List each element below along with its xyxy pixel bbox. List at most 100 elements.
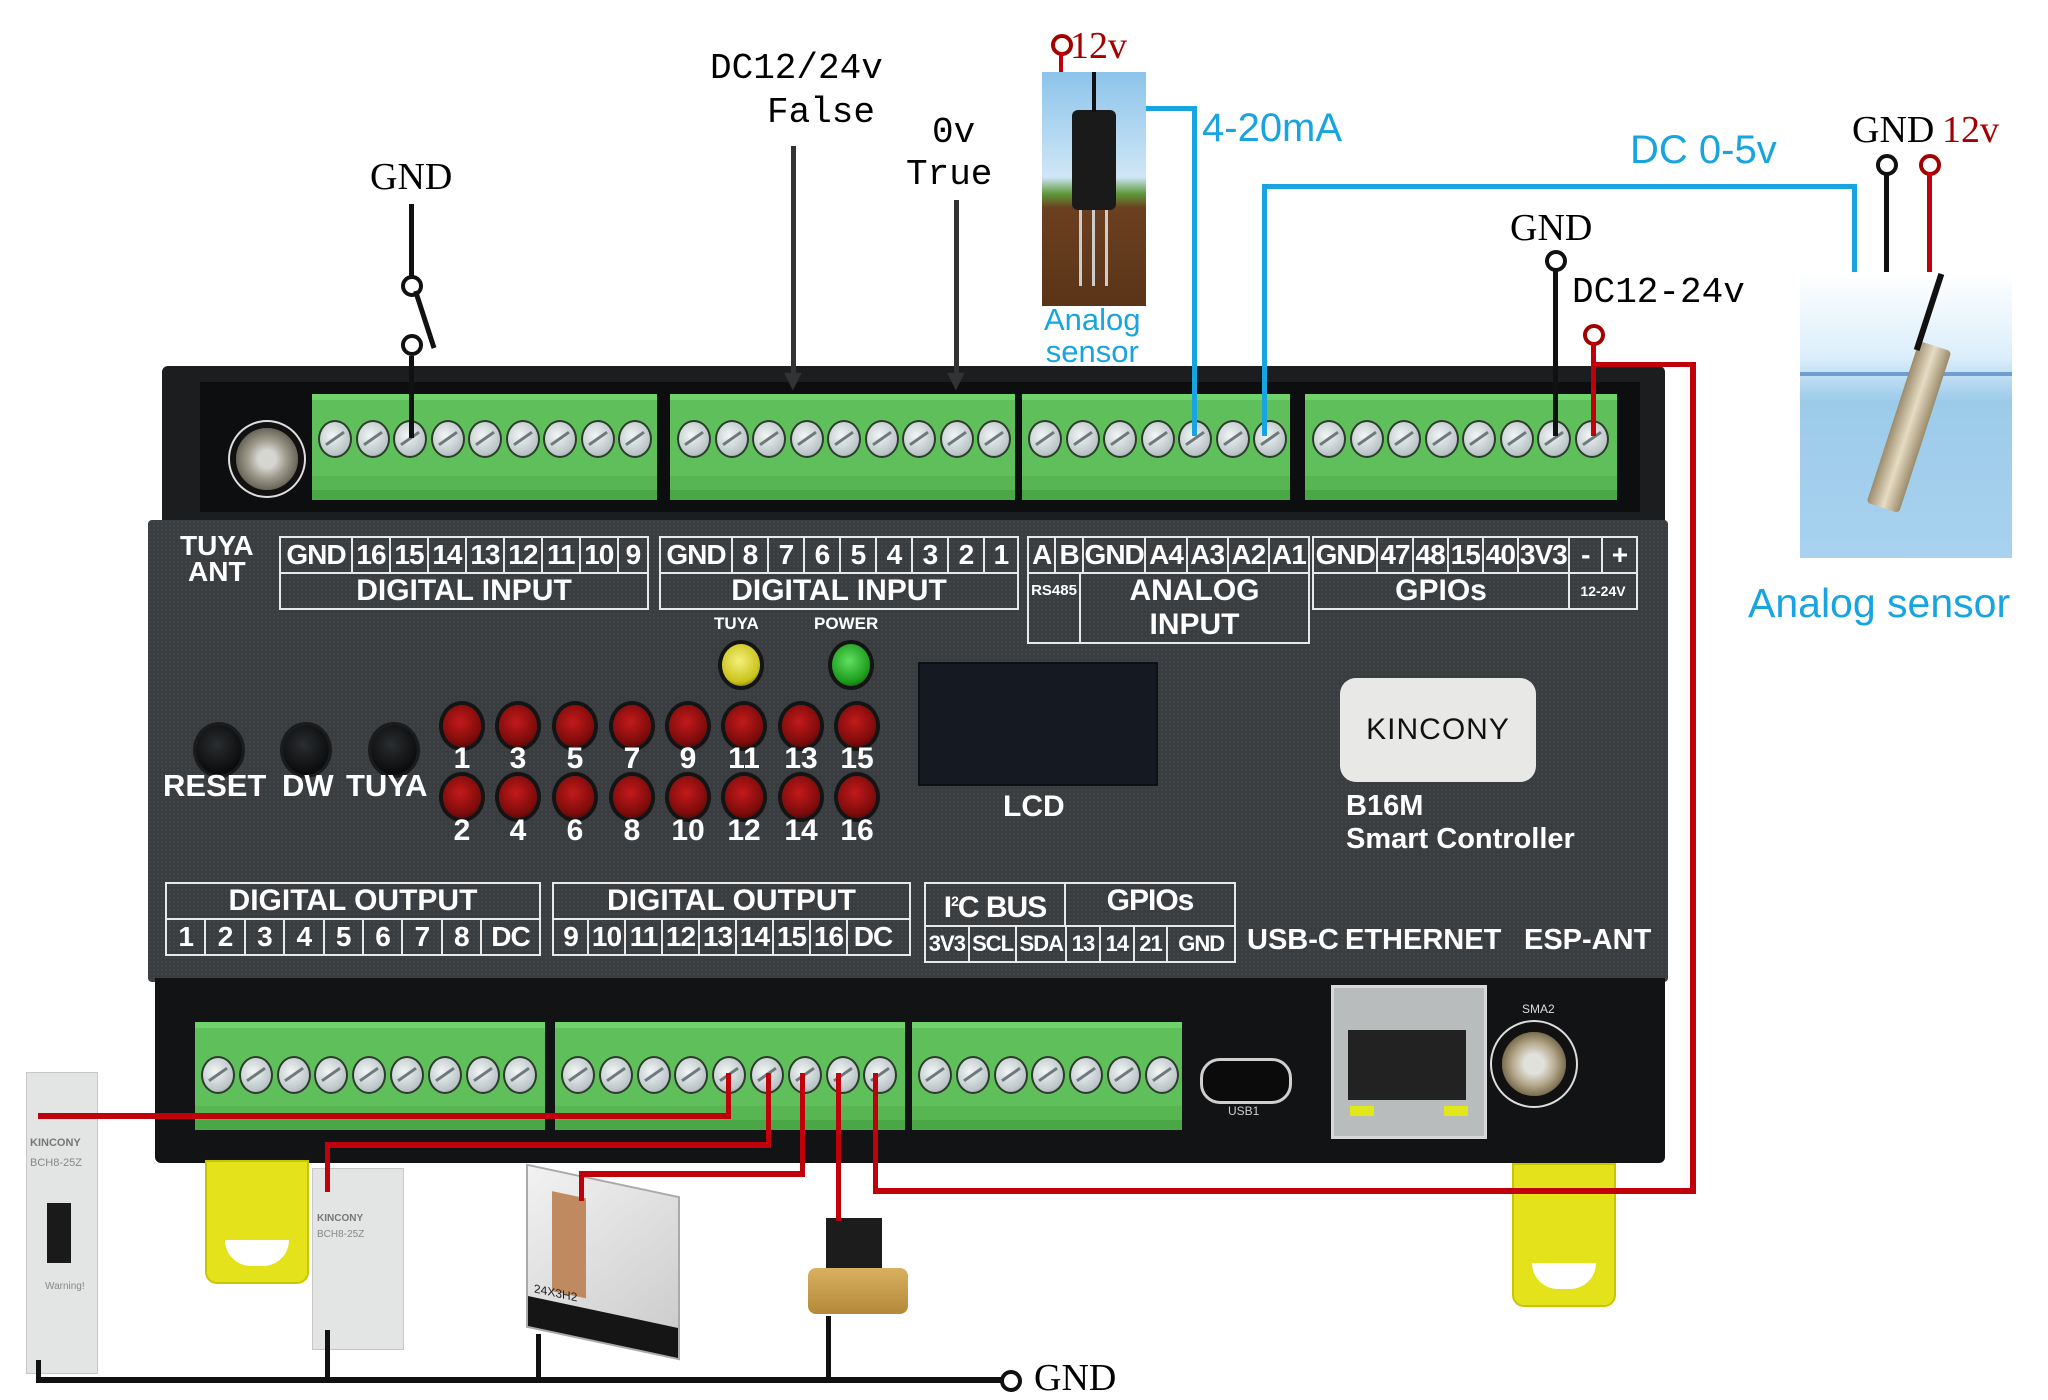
input-status-led	[669, 776, 707, 818]
contactor-1-switch[interactable]	[47, 1203, 71, 1263]
top-terminal-screw[interactable]	[714, 420, 749, 458]
top-terminal-screw[interactable]	[430, 420, 465, 458]
top-terminal-screw[interactable]	[543, 420, 577, 458]
pin-label: 11	[543, 538, 581, 572]
tuya-button[interactable]	[371, 725, 417, 775]
bottom-gnd-label: GND	[1034, 1357, 1117, 1399]
bottom-terminal-screw[interactable]	[561, 1056, 595, 1094]
esp-antenna-connector[interactable]	[1502, 1032, 1566, 1096]
input-status-led	[838, 705, 876, 747]
bottom-terminal-screw[interactable]	[503, 1056, 538, 1094]
top-terminal-screw[interactable]	[1140, 420, 1175, 458]
top-terminal-screw[interactable]	[1312, 420, 1346, 458]
pin-label: 1	[167, 920, 207, 954]
din-clip-right[interactable]	[1512, 1163, 1616, 1307]
pin-label: 8	[733, 538, 769, 572]
pin-label: 11	[626, 920, 663, 954]
gpios-title: GPIOs	[1314, 574, 1570, 608]
dc-false-arrowhead: ▼	[778, 364, 808, 397]
top-terminal-screw[interactable]	[1462, 420, 1496, 458]
input-status-led	[613, 776, 651, 818]
pin-label: GND	[1314, 538, 1379, 572]
switch-contact-bottom	[401, 334, 423, 356]
bottom-terminal-screw[interactable]	[636, 1056, 671, 1094]
bottom-terminal-screw[interactable]	[955, 1056, 990, 1094]
gnd-drop-contactor-1	[36, 1360, 41, 1380]
bottom-terminal-screw[interactable]	[1031, 1056, 1066, 1094]
pin-label: 6	[364, 920, 404, 954]
bottom-gnd-terminal	[1000, 1370, 1022, 1392]
tuya-antenna-connector[interactable]	[236, 428, 298, 490]
soil-sensor-cable	[1092, 72, 1096, 112]
top-terminal-screw[interactable]	[939, 420, 974, 458]
reset-button-label: RESET	[163, 768, 267, 803]
bottom-terminal-screw[interactable]	[276, 1056, 311, 1094]
voltage-signal-label: DC 0-5v	[1630, 128, 1777, 172]
top-terminal-screw[interactable]	[1065, 420, 1100, 458]
bottom-terminal-screw[interactable]	[238, 1056, 273, 1094]
bottom-terminal-screw[interactable]	[1144, 1056, 1179, 1094]
pin-label: DC	[853, 921, 893, 952]
top-terminal-screw[interactable]	[1424, 420, 1459, 458]
bottom-terminal-screw[interactable]	[201, 1056, 235, 1094]
top-terminal-screw[interactable]	[468, 420, 502, 458]
input-led-number: 7	[623, 742, 641, 775]
gnd-drop-valve	[826, 1316, 831, 1380]
top-terminal-screw[interactable]	[505, 420, 540, 458]
current-signal-wire-h	[1146, 106, 1196, 111]
top-terminal-screw[interactable]	[1103, 420, 1137, 458]
top-terminal-screw[interactable]	[827, 420, 861, 458]
bottom-terminal-screw[interactable]	[352, 1056, 387, 1094]
top-terminal-screw[interactable]	[318, 420, 352, 458]
top-terminal-screw[interactable]	[977, 420, 1011, 458]
bottom-terminal-screw[interactable]	[314, 1056, 349, 1094]
pin-label: 2	[949, 538, 985, 572]
input-led-number: 4	[509, 814, 527, 847]
top-terminal-screw[interactable]	[1215, 420, 1250, 458]
top-terminal-screw[interactable]	[752, 420, 786, 458]
top-terminal-screw[interactable]	[1349, 420, 1384, 458]
top-terminal-screw[interactable]	[618, 420, 652, 458]
bottom-terminal-screw[interactable]	[390, 1056, 424, 1094]
input-led-number: 11	[728, 742, 760, 775]
soil-sensor-probe-3	[1105, 210, 1108, 286]
solenoid-valve	[808, 1218, 908, 1318]
input-led-number: 9	[679, 742, 697, 775]
pin-label: 3	[913, 538, 949, 572]
power-gnd-wire	[1553, 268, 1558, 436]
top-terminal-screw[interactable]	[902, 420, 936, 458]
top-terminal-screw[interactable]	[1253, 420, 1287, 458]
top-terminal-screw[interactable]	[1499, 420, 1534, 458]
input-status-led	[499, 705, 537, 747]
bottom-terminal-screw[interactable]	[918, 1056, 952, 1094]
pin-label: 40	[1484, 538, 1519, 572]
soil-moisture-sensor-image	[1042, 72, 1146, 306]
top-terminal-screw[interactable]	[677, 420, 711, 458]
top-terminal-screw[interactable]	[1028, 420, 1062, 458]
top-terminal-screw[interactable]	[580, 420, 615, 458]
usb-c-port[interactable]	[1200, 1058, 1292, 1104]
top-terminal-screw[interactable]	[789, 420, 824, 458]
dc-loop-wire-top	[1593, 362, 1695, 367]
ethernet-port[interactable]	[1331, 985, 1487, 1139]
omron-relay: 24X3H2	[526, 1163, 680, 1361]
bottom-terminal-screw[interactable]	[598, 1056, 633, 1094]
bottom-terminal-screw[interactable]	[427, 1056, 462, 1094]
bottom-terminal-screw[interactable]	[465, 1056, 500, 1094]
top-terminal-screw[interactable]	[1387, 420, 1421, 458]
top-terminal-screw[interactable]	[864, 420, 899, 458]
bottom-terminal-screw[interactable]	[863, 1056, 898, 1094]
pin-label: 9	[625, 539, 642, 570]
din-clip-left[interactable]	[205, 1160, 309, 1284]
bottom-terminal-screw[interactable]	[993, 1056, 1028, 1094]
bottom-terminal-screw[interactable]	[1069, 1056, 1104, 1094]
bottom-terminal-screw[interactable]	[825, 1056, 860, 1094]
reset-button[interactable]	[196, 725, 242, 775]
pin-label: SDA	[1017, 927, 1068, 961]
bottom-terminal-screw[interactable]	[1107, 1056, 1141, 1094]
dw-button[interactable]	[283, 725, 329, 775]
bottom-terminal-screw[interactable]	[674, 1056, 709, 1094]
analog-input-title: ANALOG INPUT	[1129, 574, 1260, 641]
top-terminal-screw[interactable]	[355, 420, 390, 458]
dc-false-label-line1: DC12/24v	[710, 48, 883, 89]
